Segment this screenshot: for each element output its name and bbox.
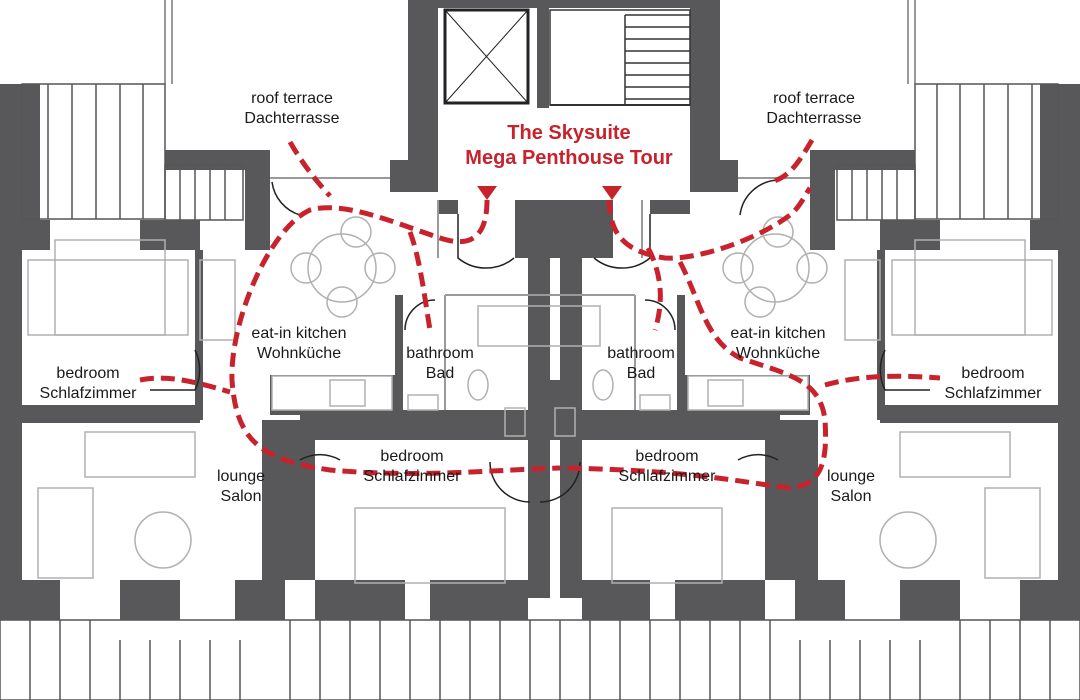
label-bedroom-inner-left: bedroom Schlafzimmer	[364, 447, 461, 487]
route-left-bath	[407, 231, 433, 331]
tour-title-line1: The Skysuite	[507, 122, 631, 144]
route-left-bedroom	[139, 375, 231, 395]
label-bedroom-outer-left-en: bedroom	[56, 365, 120, 382]
label-lounge-right-en: lounge	[826, 468, 876, 485]
label-kitchen-left-en: eat-in kitchen	[251, 325, 347, 342]
label-lounge-left-en: lounge	[216, 468, 266, 485]
light-walls	[164, 0, 916, 410]
label-kitchen-right-de: Wohnküche	[735, 345, 821, 362]
start-marker-right-icon	[602, 186, 622, 200]
label-roof-terrace-right-en: roof terrace	[773, 90, 855, 107]
route-right-terrace	[769, 138, 815, 185]
furniture	[27, 216, 1053, 584]
label-kitchen-left-de: Wohnküche	[256, 345, 342, 362]
label-bedroom-outer-left: bedroom Schlafzimmer	[40, 364, 137, 404]
elevator	[443, 8, 530, 105]
label-bedroom-outer-right: bedroom Schlafzimmer	[945, 364, 1042, 404]
label-bathroom-right: bathroom Bad	[607, 344, 675, 384]
tour-route	[139, 138, 941, 491]
label-bedroom-outer-right-en: bedroom	[961, 365, 1025, 382]
stairs	[549, 9, 691, 106]
label-bathroom-right-en: bathroom	[607, 345, 675, 362]
start-markers	[477, 186, 622, 200]
label-lounge-left: lounge Salon	[217, 467, 265, 507]
route-right-bath	[645, 246, 663, 331]
label-roof-terrace-left-en: roof terrace	[251, 90, 333, 107]
label-bedroom-inner-right: bedroom Schlafzimmer	[619, 447, 716, 487]
label-roof-terrace-right: roof terrace Dachterrasse	[766, 89, 861, 129]
label-kitchen-left: eat-in kitchen Wohnküche	[251, 324, 346, 364]
start-marker-left-icon	[477, 186, 497, 200]
walls	[0, 0, 1080, 620]
label-roof-terrace-right-de: Dachterrasse	[766, 110, 862, 127]
label-roof-terrace-left-de: Dachterrasse	[244, 110, 340, 127]
route-left-main	[229, 199, 561, 476]
label-lounge-left-de: Salon	[220, 488, 262, 505]
route-left-terrace	[287, 140, 332, 198]
label-bedroom-inner-right-de: Schlafzimmer	[618, 468, 716, 485]
label-bathroom-left: bathroom Bad	[406, 344, 474, 384]
label-bedroom-outer-left-de: Schlafzimmer	[39, 385, 137, 402]
label-kitchen-right: eat-in kitchen Wohnküche	[730, 324, 825, 364]
label-bedroom-inner-left-de: Schlafzimmer	[363, 468, 461, 485]
tour-title-line2: Mega Penthouse Tour	[465, 147, 673, 169]
route-right-main	[606, 186, 813, 261]
label-bedroom-outer-right-de: Schlafzimmer	[944, 385, 1042, 402]
route-right-bedroom	[824, 373, 941, 388]
label-lounge-right-de: Salon	[830, 488, 872, 505]
label-bedroom-inner-right-en: bedroom	[635, 448, 699, 465]
label-bathroom-left-en: bathroom	[406, 345, 474, 362]
label-bedroom-inner-left-en: bedroom	[380, 448, 444, 465]
louvres	[0, 83, 1080, 700]
label-bathroom-left-de: Bad	[425, 365, 455, 382]
label-bathroom-right-de: Bad	[626, 365, 656, 382]
label-roof-terrace-left: roof terrace Dachterrasse	[244, 89, 339, 129]
label-kitchen-right-en: eat-in kitchen	[730, 325, 826, 342]
route-right-lounge	[559, 260, 829, 491]
label-lounge-right: lounge Salon	[827, 467, 875, 507]
